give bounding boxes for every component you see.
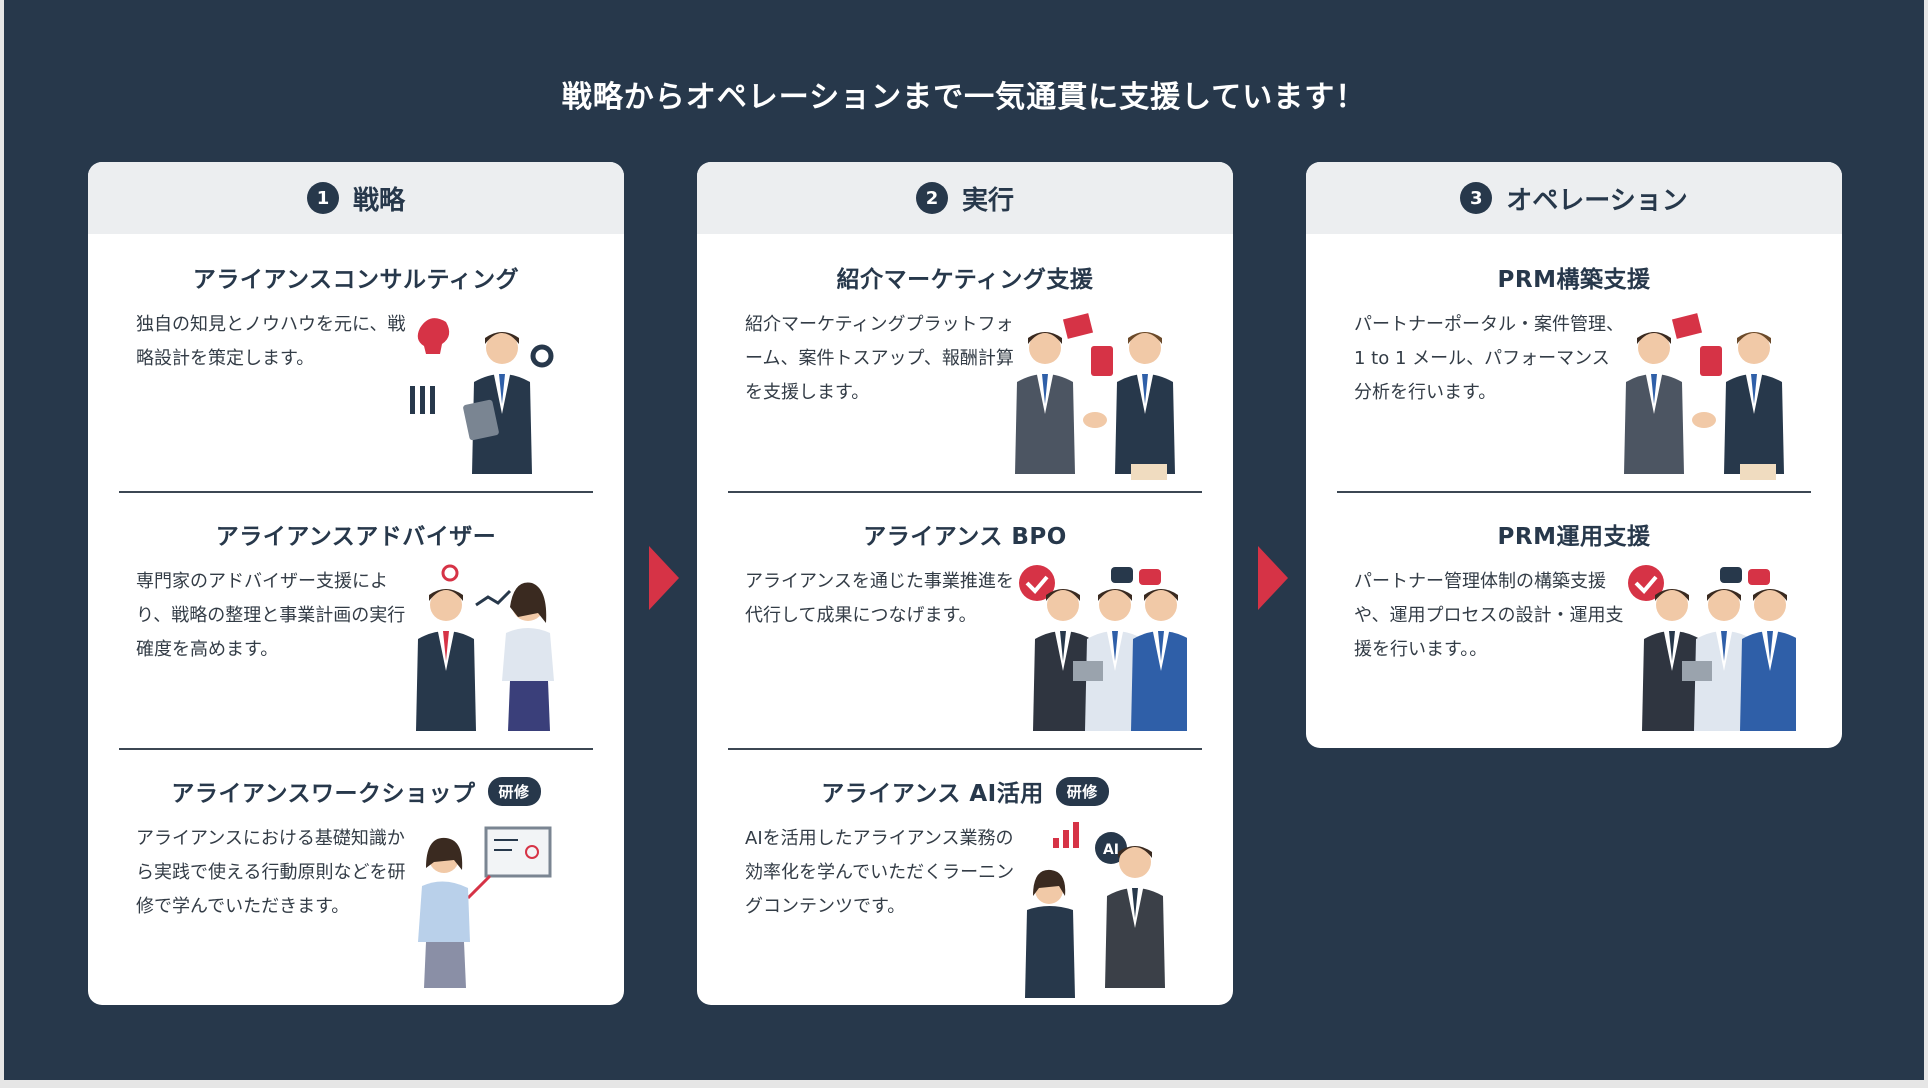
page-headline: 戦略からオペレーションまで一気通貫に支援しています！ [561,80,1367,115]
step-number-badge: 3 [1460,182,1493,214]
service-description: 専門家のアドバイザー支援により、戦略の整理と事業計画の実行確度を高めます。 [136,571,406,660]
service-title: アライアンス BPO [697,517,1233,551]
service-item: アライアンスワークショップ研修 アライアンスにおける基礎知識から実践で使える行動… [88,748,624,1005]
service-title-text: PRM構築支援 [1497,267,1651,293]
service-title: 紹介マーケティング支援 [697,260,1233,294]
step-number-badge: 2 [915,182,948,214]
background-panel: 戦略からオペレーションまで一気通貫に支援しています！ 1 戦略 アライアンスコン… [4,0,1924,1080]
service-description: アライアンスにおける基礎知識から実践で使える行動原則などを研修で学んでいただきま… [136,828,406,917]
service-description: パートナーポータル・案件管理、1 to 1 メール、パフォーマンス分析を行います… [1354,314,1624,403]
training-tag: 研修 [487,776,541,806]
svg-text:AI: AI [1103,842,1119,858]
flow-arrow-1 [649,546,679,610]
presenter-with-board-illustration [406,818,578,998]
card-title: 実行 [961,185,1014,216]
service-title: PRM構築支援 [1306,260,1842,294]
service-description: アライアンスを通じた事業推進を代行して成果につなげます。 [745,571,1014,626]
card-strategy: 1 戦略 アライアンスコンサルティング 独自の知見とノウハウを元に、戦略設計を策… [88,162,624,1005]
service-title-text: アライアンスアドバイザー [215,524,497,550]
team-with-check-illustration [1015,561,1191,741]
service-title: アライアンスアドバイザー [88,517,624,551]
service-item: アライアンス AI活用研修 AIを活用したアライアンス業務の効率化を学んでいただ… [697,748,1233,1005]
handshake-illustration [1015,304,1187,484]
service-item: 紹介マーケティング支援 紹介マーケティングプラットフォーム、案件トスアップ、報酬… [697,234,1233,491]
service-title: アライアンス AI活用研修 [697,774,1233,808]
card-title: 戦略 [352,185,405,216]
service-item: アライアンス BPO アライアンスを通じた事業推進を代行して成果につなげます。 [697,491,1233,748]
service-description: 紹介マーケティングプラットフォーム、案件トスアップ、報酬計算を支援します。 [745,314,1014,403]
card-header: 2 実行 [697,162,1233,234]
handshake-illustration [1624,304,1796,484]
card-title: オペレーション [1506,185,1688,216]
consultant-with-tablet-illustration [406,304,578,484]
service-title: アライアンスコンサルティング [88,260,624,294]
service-title-text: アライアンスワークショップ [171,781,476,807]
service-item: PRM運用支援 パートナー管理体制の構築支援や、運用プロセスの設計・運用支援を行… [1306,491,1842,748]
ai-discussion-illustration: AI [1015,818,1187,998]
service-description: AIを活用したアライアンス業務の効率化を学んでいただくラーニングコンテンツです。 [745,828,1015,917]
service-title: PRM運用支援 [1306,517,1842,551]
service-title-text: アライアンスコンサルティング [192,267,520,293]
advisors-discussing-illustration [406,561,578,741]
service-title-text: アライアンス BPO [863,524,1067,550]
step-number-badge: 1 [306,182,339,214]
team-with-check-illustration [1624,561,1800,741]
service-item: アライアンスアドバイザー 専門家のアドバイザー支援により、戦略の整理と事業計画の… [88,491,624,748]
service-title-text: 紹介マーケティング支援 [836,267,1094,293]
service-description: パートナー管理体制の構築支援や、運用プロセスの設計・運用支援を行います。。 [1354,571,1624,660]
service-title-text: PRM運用支援 [1497,524,1651,550]
card-execution: 2 実行 紹介マーケティング支援 紹介マーケティングプラットフォーム、案件トスア… [697,162,1233,1005]
card-header: 1 戦略 [88,162,624,234]
service-title-text: アライアンス AI活用 [821,781,1044,807]
card-header: 3 オペレーション [1306,162,1842,234]
service-description: 独自の知見とノウハウを元に、戦略設計を策定します。 [136,314,406,369]
service-item: アライアンスコンサルティング 独自の知見とノウハウを元に、戦略設計を策定します。 [88,234,624,491]
flow-arrow-2 [1258,546,1288,610]
training-tag: 研修 [1055,776,1109,806]
service-title: アライアンスワークショップ研修 [88,774,624,808]
service-item: PRM構築支援 パートナーポータル・案件管理、1 to 1 メール、パフォーマン… [1306,234,1842,491]
card-operation: 3 オペレーション PRM構築支援 パートナーポータル・案件管理、1 to 1 … [1306,162,1842,748]
